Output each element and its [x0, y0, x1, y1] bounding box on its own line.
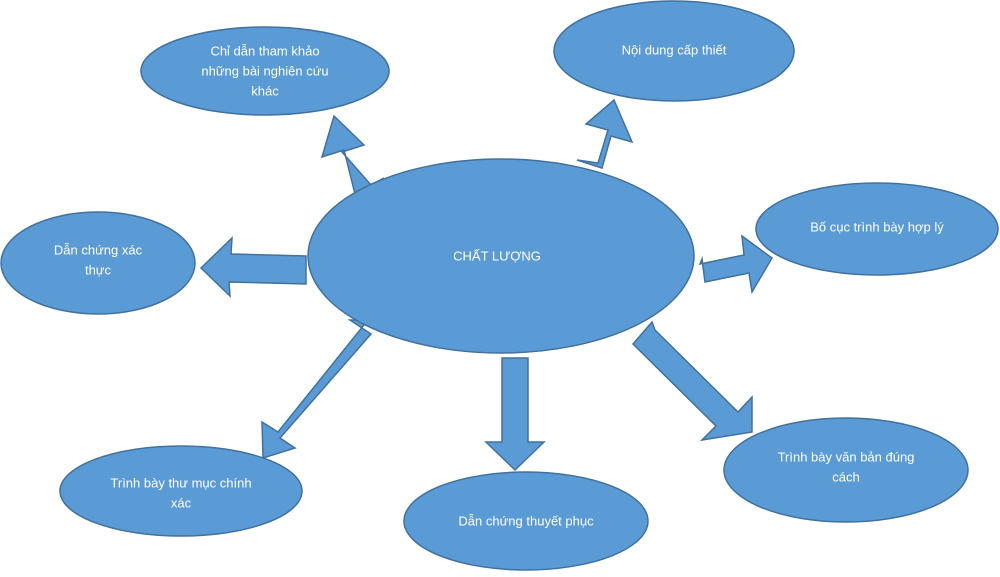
node-bottom-left-label: Trình bày thư mục chính xác	[110, 476, 251, 511]
arrow-to-right	[698, 234, 773, 295]
node-left-shape	[0, 211, 196, 315]
arrow-to-bottom-left	[261, 319, 373, 460]
node-left-line-1: Dẫn chứng xác	[54, 243, 143, 258]
node-bottom-right-line-2: cách	[832, 470, 859, 485]
node-right: Bố cục trình bày hợp lý	[755, 182, 999, 276]
node-top-left-line-2: những bài nghiên cứu	[201, 64, 328, 79]
node-left-line-2: thực	[85, 263, 112, 278]
node-bottom-left-line-2: xác	[171, 496, 192, 511]
arrow-to-top-left	[320, 114, 385, 196]
arrow-to-bottom-right	[631, 320, 753, 442]
node-top-left-line-3: khác	[251, 84, 279, 99]
center-node-shape	[307, 158, 695, 354]
node-bottom-left-shape	[59, 445, 303, 537]
node-top-right-shape	[553, 0, 795, 102]
node-top-left: Chỉ dẫn tham khảo những bài nghiên cứu khá…	[140, 26, 390, 116]
node-bottom-right: Trình bày văn bản đúng cách	[723, 417, 969, 523]
connector-arrows	[199, 98, 773, 472]
node-right-shape	[755, 182, 999, 276]
node-top-right-line-1: Nội dung cấp thiết	[622, 43, 727, 58]
node-bottom-shape	[403, 471, 649, 571]
node-bottom-left-line-1: Trình bày thư mục chính	[110, 476, 251, 491]
node-left: Dẫn chứng xác thực	[0, 211, 196, 315]
node-bottom: Dẫn chứng thuyết phục	[403, 471, 649, 571]
arrow-to-bottom	[484, 357, 546, 472]
node-top-left-shape	[140, 26, 390, 116]
node-right-line-1: Bố cục trình bày hợp lý	[810, 220, 944, 235]
node-bottom-right-line-1: Trình bày văn bản đúng	[778, 450, 915, 465]
node-top-left-label: Chỉ dẫn tham khảo những bài nghiên cứu khá…	[201, 44, 328, 99]
node-right-label: Bố cục trình bày hợp lý	[810, 220, 944, 235]
arrow-to-top-right	[576, 98, 634, 169]
node-bottom-label: Dẫn chứng thuyết phục	[458, 514, 594, 529]
node-bottom-left: Trình bày thư mục chính xác	[59, 445, 303, 537]
node-bottom-line-1: Dẫn chứng thuyết phục	[458, 514, 594, 529]
node-top-right-label: Nội dung cấp thiết	[622, 43, 727, 58]
arrow-to-left	[199, 236, 307, 298]
node-bottom-right-shape	[723, 417, 969, 523]
center-node: CHẤT LƯỢNG	[307, 158, 695, 354]
node-left-label: Dẫn chứng xác thực	[54, 243, 143, 278]
center-node-label: CHẤT LƯỢNG	[453, 249, 541, 264]
node-bottom-right-label: Trình bày văn bản đúng cách	[778, 450, 915, 485]
node-top-left-line-1: Chỉ dẫn tham khảo	[210, 44, 319, 59]
node-top-right: Nội dung cấp thiết	[553, 0, 795, 102]
